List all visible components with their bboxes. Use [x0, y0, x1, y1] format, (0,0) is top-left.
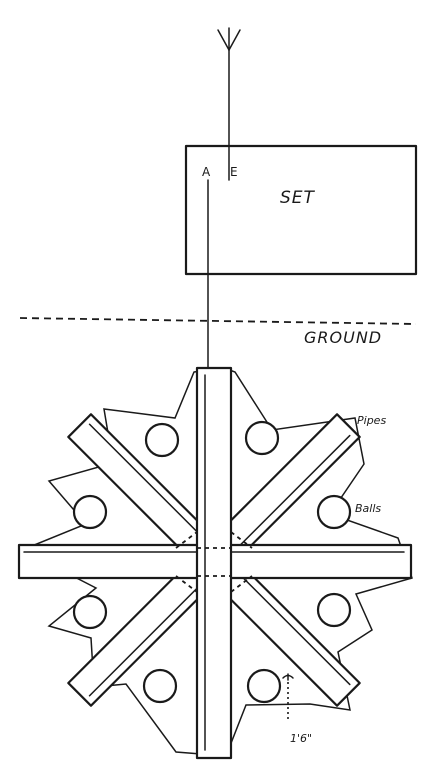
terminal-a-label: A	[202, 165, 211, 179]
ball	[316, 592, 352, 628]
terminal-e-label: E	[230, 165, 238, 179]
ball	[316, 494, 352, 530]
ground-label: GROUND	[304, 328, 382, 347]
ball	[142, 668, 178, 704]
ball	[144, 422, 180, 458]
pipes-label: Pipes	[357, 414, 386, 427]
ball	[72, 494, 108, 530]
balls	[72, 420, 352, 704]
ground-line	[19, 317, 417, 325]
set-box	[184, 144, 418, 276]
antenna-icon	[217, 27, 241, 181]
ball	[246, 668, 282, 704]
ball	[244, 420, 280, 456]
dimension-label: 1'6"	[290, 732, 312, 745]
dimension-marker	[282, 673, 294, 722]
ball	[72, 594, 108, 630]
set-label: SET	[280, 188, 316, 208]
pipe-vertical	[195, 366, 233, 760]
junction-hidden-lines	[175, 531, 253, 593]
balls-label: Balls	[355, 502, 381, 515]
